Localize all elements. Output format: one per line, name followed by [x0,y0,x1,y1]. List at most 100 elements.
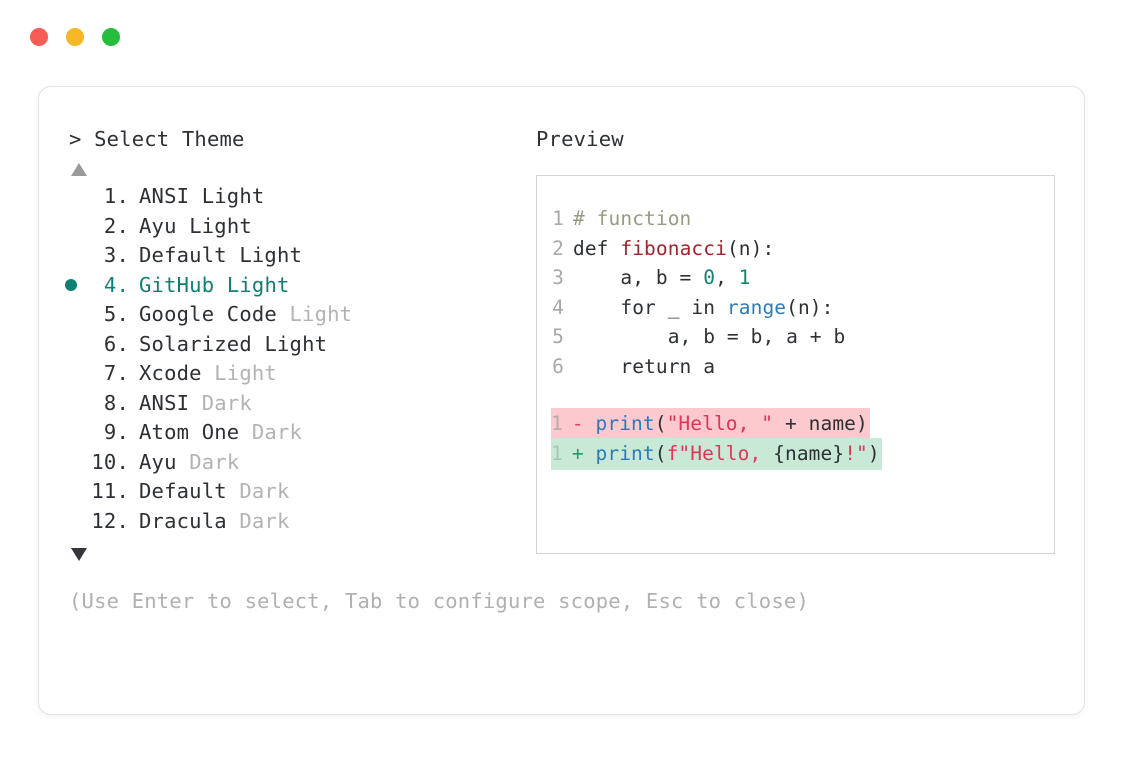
code-line: 3 a, b = 0, 1 [537,263,1054,293]
diff-line-addition: 1 + print(f"Hello, {name}!") [537,437,1054,470]
theme-item-spacer [177,212,190,242]
code-line-content: return a [573,352,715,382]
theme-item-name: GitHub [139,272,215,297]
diff-line-deletion: 1 - print("Hello, " + name) [537,408,1054,441]
code-line-content: def fibonacci(n): [573,234,774,264]
line-number: 3 [552,266,564,289]
code-token: print [595,441,655,465]
diff-highlight: 1 + print(f"Hello, {name}!") [551,437,882,470]
maximize-window-button[interactable] [102,28,120,46]
close-window-button[interactable] [30,28,48,46]
theme-item-index: 10. [91,449,129,474]
theme-item-spacer [227,477,240,507]
theme-item-spacer [227,241,240,271]
theme-item-spacer [277,300,290,330]
theme-item-name: ANSI [139,184,190,208]
theme-item-variant: Dark [239,508,290,533]
theme-item-spacer [239,418,252,448]
theme-item-name: Ayu [139,213,177,238]
theme-item-spacer [252,330,265,360]
diff-line-content: - print("Hello, " + name) [572,412,868,435]
theme-item-spacer [214,271,227,301]
code-token: a, b = [573,266,704,289]
code-token: ( [654,441,667,465]
theme-item-name: Solarized [139,331,252,356]
theme-item-index: 2. [103,213,129,238]
line-number: 1 [551,412,563,435]
code-token: fibonacci [620,236,727,260]
theme-list-item[interactable]: 12.Dracula Dark [65,507,535,537]
code-token: f"Hello, [666,441,774,465]
code-token: !" [844,441,868,465]
theme-list-item[interactable]: 10.Ayu Dark [65,448,535,478]
theme-item-index: 5. [103,302,129,326]
theme-list-item[interactable]: 7. Xcode Light [65,359,535,389]
window-traffic-lights [30,28,120,46]
theme-item-index: 11. [91,479,129,503]
theme-item-name: Xcode [139,361,202,385]
code-token: a, b = b, a + b [573,325,846,348]
preview-title: Preview [536,127,624,151]
code-line: 5 a, b = b, a + b [537,322,1054,352]
code-token: {name} [773,441,845,465]
diff-highlight: 1 - print("Hello, " + name) [551,408,870,441]
code-line: 1 # function [537,204,1054,234]
code-line-content: a, b = 0, 1 [573,263,751,293]
theme-list-item[interactable]: 9. Atom One Dark [65,418,535,448]
theme-item-name: Atom One [139,420,240,444]
theme-item-variant: Light [239,243,303,267]
theme-item-variant: Light [214,361,277,385]
code-token: + [571,441,596,465]
theme-list-item[interactable]: 6.Solarized Light [65,330,535,360]
line-number: 6 [552,354,564,378]
keyboard-hint: (Use Enter to select, Tab to configure s… [69,589,809,613]
scroll-up-icon[interactable] [71,163,87,176]
theme-item-variant: Light [201,184,265,208]
theme-list-item[interactable]: 5. Google Code Light [65,300,535,330]
theme-item-variant: Dark [251,420,303,444]
theme-item-name: Ayu [139,449,177,474]
code-token: # function [573,207,692,230]
theme-item-variant: Light [289,302,353,326]
theme-list-item[interactable]: 8.ANSI Dark [65,389,535,419]
theme-list-item[interactable]: 4. GitHub Light [65,271,535,301]
theme-item-index: 9. [103,420,129,444]
theme-list-item[interactable]: 2.Ayu Light [65,212,535,242]
theme-item-index: 8. [103,390,129,415]
scroll-down-icon[interactable] [71,548,87,561]
theme-item-spacer [227,507,240,537]
code-token: "Hello, " [666,412,774,435]
line-number: 1 [552,207,564,230]
page-title: > Select Theme [69,127,245,151]
code-token: return a [573,354,716,378]
line-number: 1 [551,441,563,465]
line-number: 5 [552,325,564,348]
theme-item-index: 7. [103,361,129,385]
theme-list-item[interactable]: 1.ANSI Light [65,182,535,212]
theme-list-item[interactable]: 3.Default Light [65,241,535,271]
theme-item-name: Default [139,243,227,267]
theme-item-spacer [202,359,215,389]
theme-item-name: Google Code [139,302,277,326]
theme-item-index: 4. [103,272,129,297]
theme-list-item[interactable]: 11.Default Dark [65,477,535,507]
code-blank-line [537,381,1054,408]
code-line-content: for _ in range(n): [573,293,834,323]
code-token: 1 [738,266,751,289]
theme-item-spacer [189,182,202,212]
code-token: (n): [786,295,834,319]
code-token: (n): [726,236,775,260]
code-token: ) [867,441,880,465]
code-token: def [573,236,621,260]
theme-item-spacer [177,448,190,478]
code-token: ( [654,412,667,435]
minimize-window-button[interactable] [66,28,84,46]
code-line-content: # function [573,204,691,234]
theme-item-variant: Light [226,272,290,297]
